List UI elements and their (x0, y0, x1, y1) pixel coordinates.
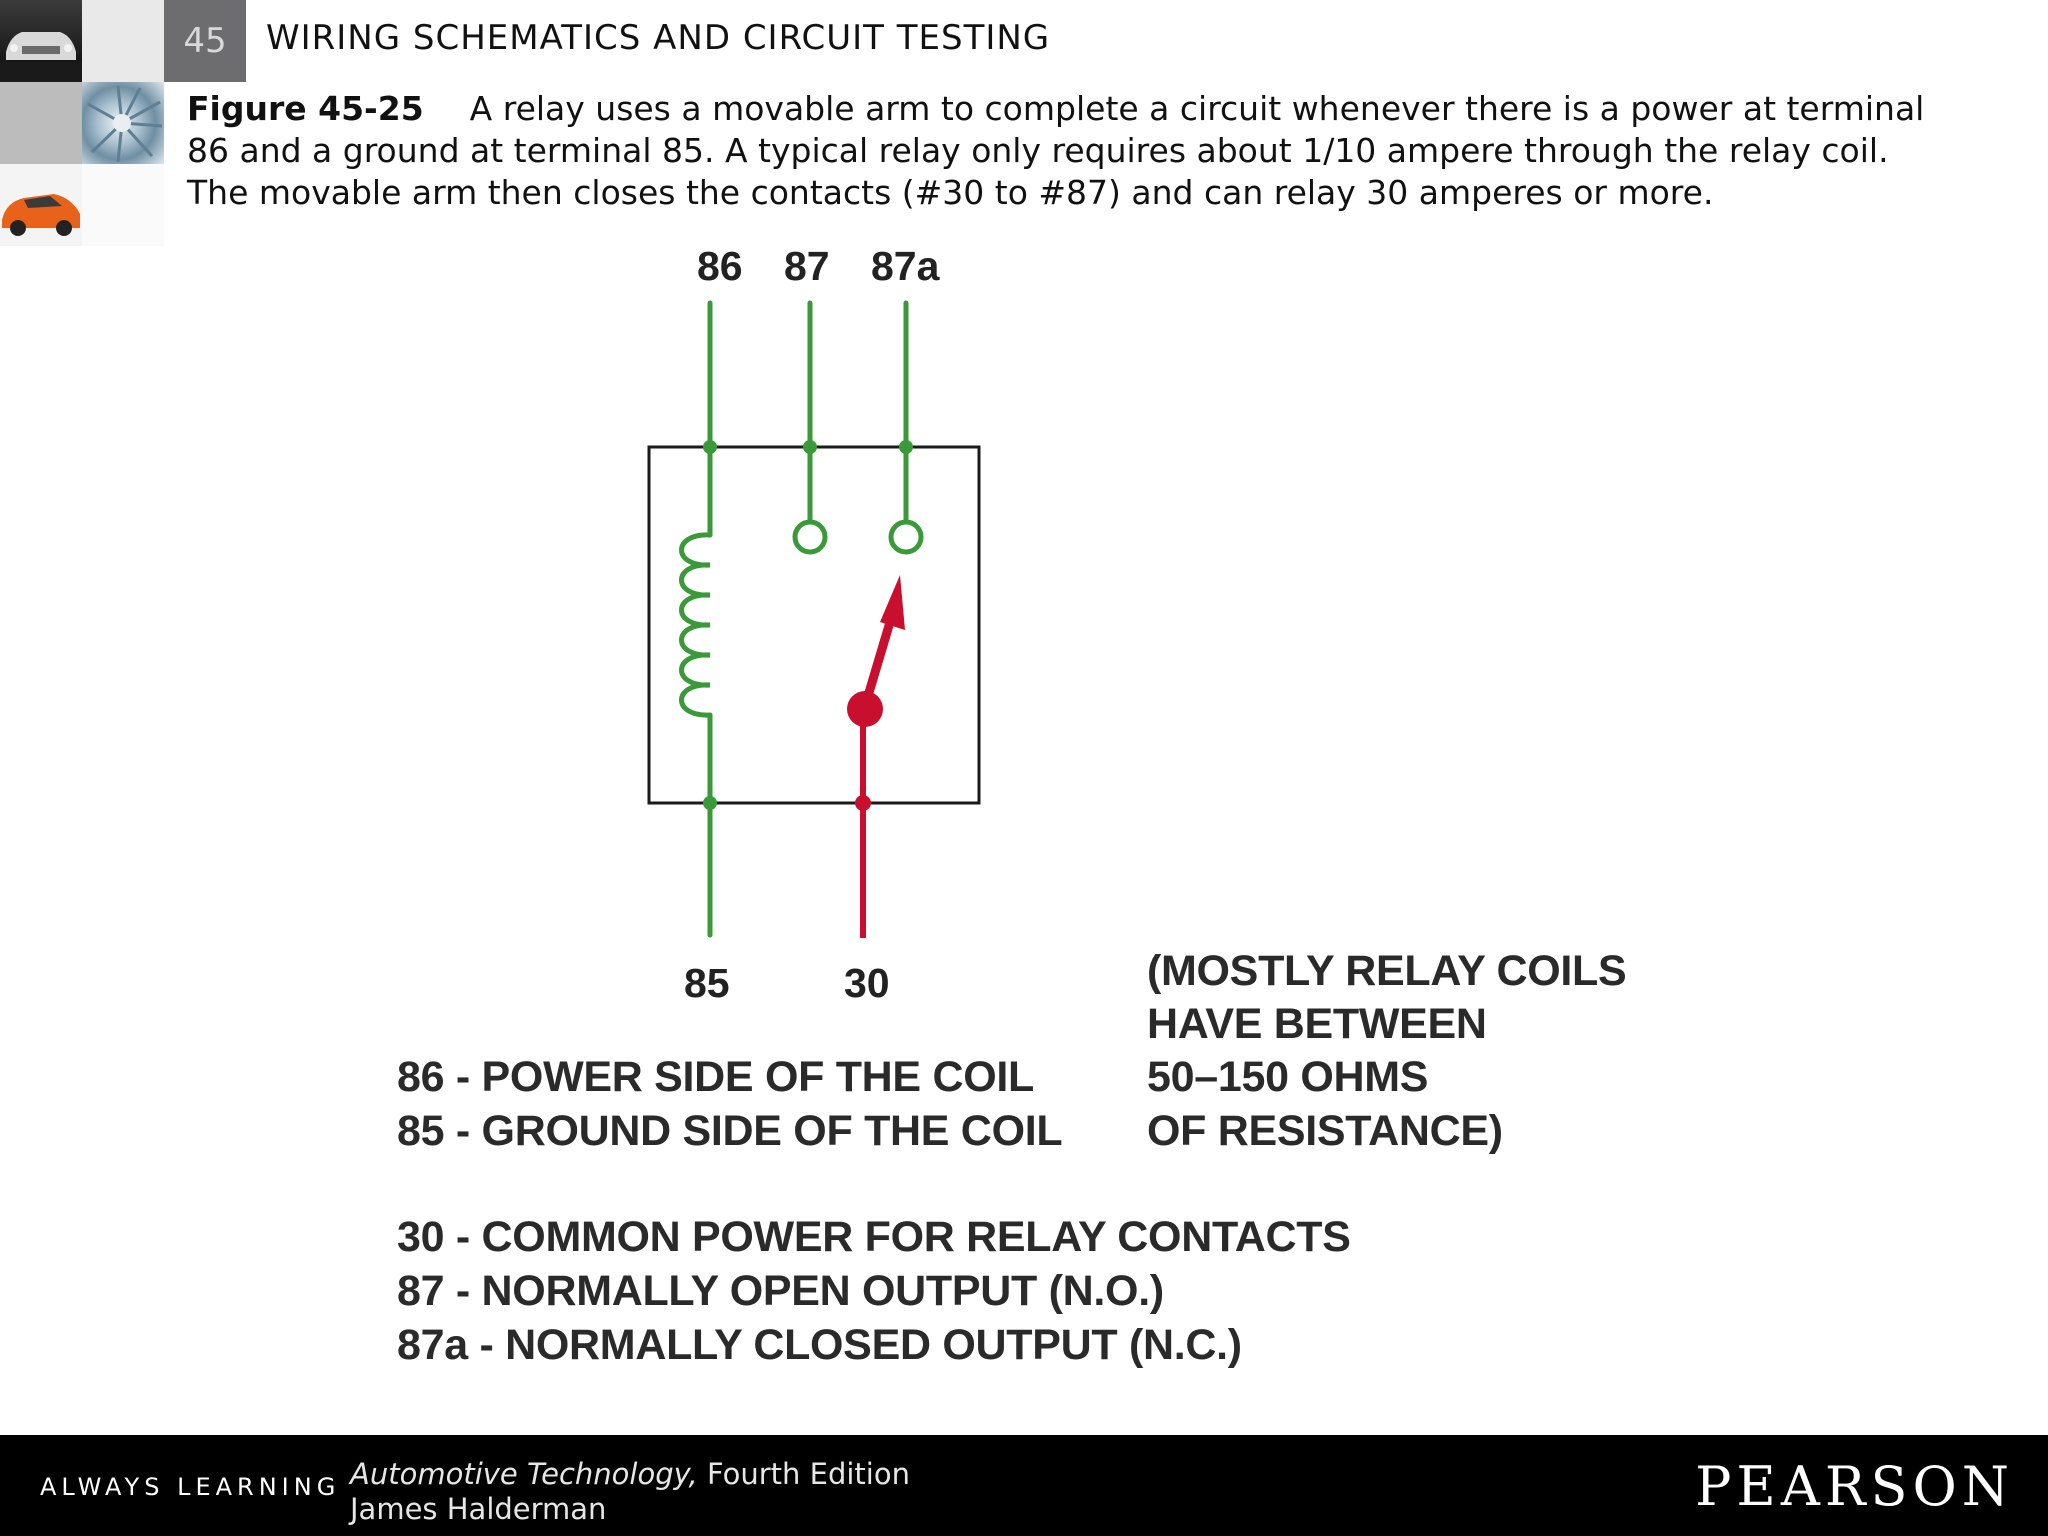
caption-text: A relay uses a movable arm to complete a… (187, 89, 1925, 212)
terminal-87-contact (792, 519, 828, 555)
resistance-note-line-1: (MOSTLY RELAY COILS (1147, 947, 1627, 995)
coil-circuit (679, 300, 924, 938)
junction-dots (703, 440, 913, 810)
relay-schematic (647, 300, 981, 938)
terminal-label-87: 87 (784, 243, 830, 289)
terminal-label-87a: 87a (871, 243, 940, 289)
movable-arm-circuit (847, 575, 905, 938)
chapter-title: WIRING SCHEMATICS AND CIRCUIT TESTING (266, 18, 1051, 58)
legend-86: 86 - POWER SIDE OF THE COIL (397, 1053, 1034, 1101)
grey-tile (82, 0, 164, 82)
chapter-number-tile (164, 0, 246, 82)
legend-87: 87 - NORMALLY OPEN OUTPUT (N.O.) (397, 1267, 1164, 1315)
grey-tile (0, 82, 82, 164)
resistance-note-line-3: 50–150 OHMS (1147, 1053, 1429, 1101)
terminal-label-86: 86 (697, 243, 743, 289)
terminal-87a-contact (888, 519, 924, 555)
car-photo-tile (0, 0, 82, 82)
always-learning-tagline: ALWAYS LEARNING (40, 1473, 341, 1501)
figure-label: Figure 45-25 (187, 89, 424, 128)
relay-coil (679, 532, 713, 718)
book-info: Automotive Technology, Fourth Edition (350, 1457, 910, 1492)
resistance-note-line-2: HAVE BETWEEN (1147, 1000, 1487, 1048)
terminal-label-85: 85 (684, 960, 730, 1006)
junction-dot-30 (855, 795, 871, 811)
movable-arm-arrowhead (880, 575, 905, 630)
publisher-logo: PEARSON (1695, 1455, 2014, 1518)
orange-car-photo-tile (0, 164, 82, 246)
book-edition: Fourth Edition (706, 1457, 910, 1491)
white-tile (82, 164, 164, 246)
terminal-label-30: 30 (844, 960, 890, 1006)
legend-87a: 87a - NORMALLY CLOSED OUTPUT (N.C.) (397, 1321, 1242, 1369)
chapter-number: 45 (183, 21, 227, 61)
legend-85: 85 - GROUND SIDE OF THE COIL (397, 1107, 1063, 1155)
movable-arm (860, 607, 898, 711)
book-author: James Halderman (350, 1492, 607, 1526)
legend-30: 30 - COMMON POWER FOR RELAY CONTACTS (397, 1213, 1351, 1261)
turbine-photo-tile (82, 82, 164, 164)
book-title: Automotive Technology, (350, 1457, 698, 1491)
footer-bar: ALWAYS LEARNING Automotive Technology, F… (0, 1435, 2048, 1536)
resistance-note-line-4: OF RESISTANCE) (1147, 1107, 1503, 1155)
arm-pivot (847, 691, 883, 727)
